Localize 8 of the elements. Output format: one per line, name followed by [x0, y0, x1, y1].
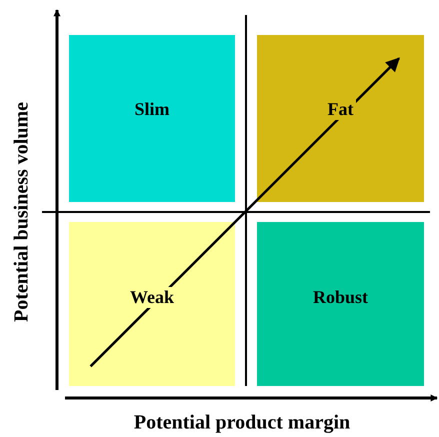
quadrant-label: Fat — [326, 99, 356, 120]
axis-title: Potential product margin — [134, 412, 350, 434]
axis-title: Potential business volume — [10, 102, 34, 322]
quadrant-label: Weak — [128, 287, 176, 308]
quadrant-box — [69, 35, 235, 202]
quadrant-box — [257, 35, 424, 202]
quadrant-box — [257, 222, 424, 386]
quadrant-box — [69, 222, 235, 386]
